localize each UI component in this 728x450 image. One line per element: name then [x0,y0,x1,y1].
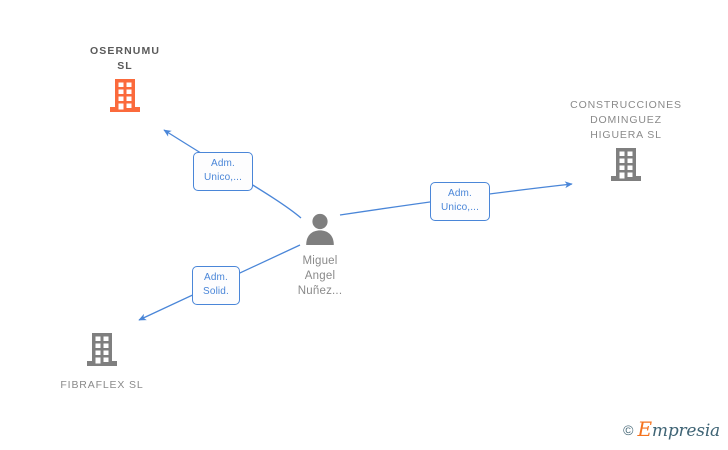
copyright-icon: © [623,421,634,438]
node-construcciones[interactable]: CONSTRUCCIONES DOMINGUEZ HIGUERA SL [546,98,706,189]
node-osernumu[interactable]: OSERNUMU SL [45,44,205,120]
edge-line-osernumu [163,129,302,219]
empresia-watermark: © Empresia [623,419,720,440]
node-label-fibraflex: FIBRAFLEX SL [60,379,144,391]
node-label-person: Miguel Angel Nuñez... [297,255,343,297]
brand-initial: E [637,417,653,441]
node-label-osernumu: OSERNUMU SL [89,45,161,72]
building-icon [86,333,118,374]
node-person[interactable]: Miguel Angel Nuñez... [240,212,400,299]
edge-label-osernumu[interactable]: Adm. Unico,... [193,152,253,191]
brand-rest: mpresia [651,421,720,441]
building-icon [610,148,642,189]
node-fibraflex[interactable]: FIBRAFLEX SL [22,333,182,393]
person-icon [303,212,337,251]
edge-label-construcciones[interactable]: Adm. Unico,... [430,182,490,221]
brand-logo: Empresia [638,419,721,440]
node-label-construcciones: CONSTRUCCIONES DOMINGUEZ HIGUERA SL [570,99,682,141]
edge-label-fibraflex[interactable]: Adm. Solid. [192,266,240,305]
building-icon [109,79,141,120]
